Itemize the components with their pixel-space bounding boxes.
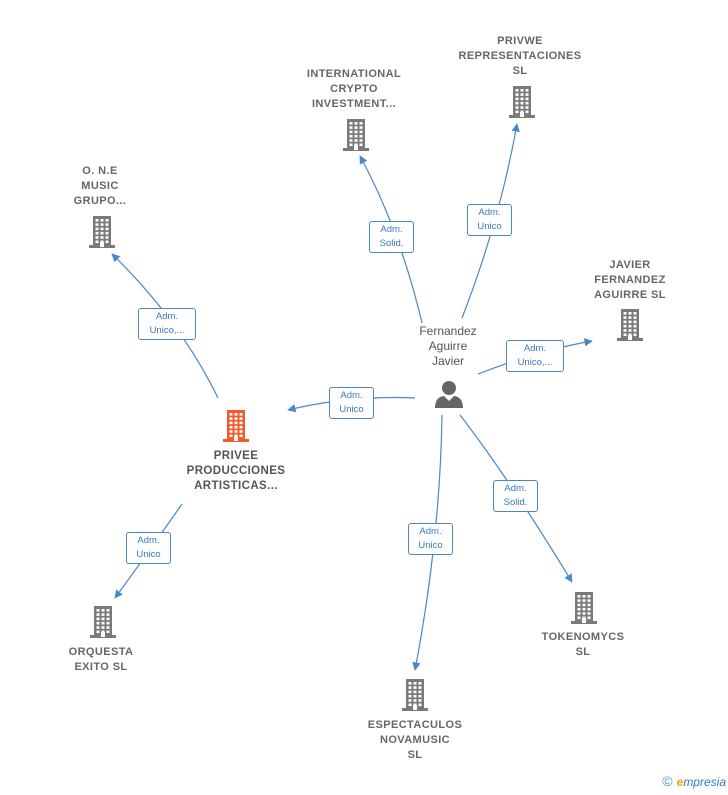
edge-label-one: Adm. Unico,...: [138, 308, 196, 340]
company-label-javier[interactable]: JAVIER FERNANDEZ AGUIRRE SL: [594, 259, 666, 301]
building-icon-token[interactable]: [569, 591, 599, 625]
company-label-intl[interactable]: INTERNATIONAL CRYPTO INVESTMENT...: [306, 68, 402, 110]
company-label-token[interactable]: TOKENOMYCS SL: [541, 631, 625, 658]
company-label-one[interactable]: O. N.E MUSIC GRUPO...: [73, 165, 127, 207]
brand-logo-e: e: [676, 775, 684, 789]
edge-label-orquesta: Adm. Unico: [126, 532, 171, 564]
building-icon-one[interactable]: [87, 215, 117, 249]
edge-label-privee: Adm. Unico: [329, 387, 374, 419]
edge-label-token: Adm. Solid.: [493, 480, 538, 512]
edge-label-privwe: Adm. Unico: [467, 204, 512, 236]
building-icon-espect[interactable]: [400, 678, 430, 712]
brand-footer: ©empresia: [662, 773, 726, 789]
copyright-icon: ©: [662, 773, 673, 789]
company-label-espect[interactable]: ESPECTACULOS NOVAMUSIC SL: [367, 719, 463, 761]
building-icon-javier[interactable]: [615, 308, 645, 342]
person-label: Fernandez Aguirre Javier: [419, 324, 477, 368]
building-icon-privwe[interactable]: [507, 85, 537, 119]
building-icon-privee[interactable]: [221, 409, 251, 443]
person-icon[interactable]: [433, 378, 465, 410]
company-label-privee[interactable]: PRIVEE PRODUCCIONES ARTISTICAS...: [186, 450, 286, 492]
building-icon-intl[interactable]: [341, 118, 371, 152]
edge-label-espect: Adm. Unico: [408, 523, 453, 555]
building-icon-orquesta[interactable]: [88, 605, 118, 639]
company-label-privwe[interactable]: PRIVWE REPRESENTACIONES SL: [458, 35, 582, 77]
edge-label-intl: Adm. Solid.: [369, 221, 414, 253]
brand-logo-text: mpresia: [683, 775, 726, 789]
company-label-orquesta[interactable]: ORQUESTA EXITO SL: [68, 646, 134, 673]
edge-label-javier: Adm. Unico,...: [506, 340, 564, 372]
